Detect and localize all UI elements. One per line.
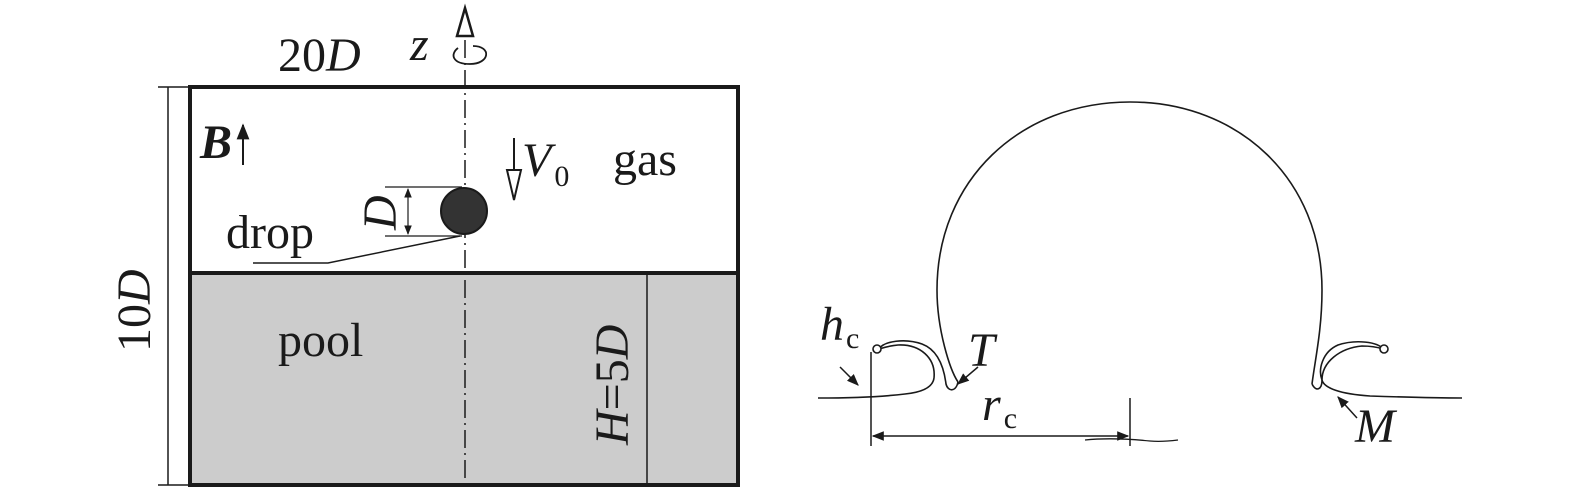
z-axis-arrow-icon	[455, 3, 475, 38]
drop	[440, 187, 488, 235]
marker-label: M	[1354, 400, 1398, 453]
crater-dome	[936, 101, 1323, 385]
crater-center-surface	[1084, 438, 1179, 443]
rim-tip-left	[872, 344, 882, 354]
diameter-label: D	[354, 195, 407, 231]
width-label: 20D	[278, 29, 361, 82]
gas-label: gas	[613, 133, 677, 186]
pool-region	[190, 273, 738, 485]
crater-rim-left	[877, 340, 959, 391]
t-leader-arrow	[957, 366, 979, 385]
surface-left	[817, 377, 935, 399]
pool-label: pool	[278, 314, 363, 367]
velocity-arrow-icon	[505, 169, 523, 201]
axis-label: z	[409, 18, 429, 71]
rotation-icon	[452, 45, 488, 65]
m-leader-arrow	[1337, 396, 1358, 419]
torus-label: T	[968, 324, 998, 377]
hc-leader-arrow	[839, 366, 859, 386]
crater-rim-right	[1311, 340, 1386, 390]
gas-region	[190, 87, 738, 273]
rim-tip-right	[1379, 344, 1389, 354]
surface-right	[1321, 379, 1463, 399]
domain-border	[188, 85, 740, 487]
depth-label: H=5D	[586, 325, 639, 446]
height-label: 10D	[108, 269, 161, 352]
crater-height-label: hc	[820, 298, 859, 355]
right-panel	[817, 101, 1463, 446]
field-label: B	[199, 116, 232, 169]
drop-label: drop	[226, 206, 314, 259]
drop-leader-line	[253, 235, 461, 264]
